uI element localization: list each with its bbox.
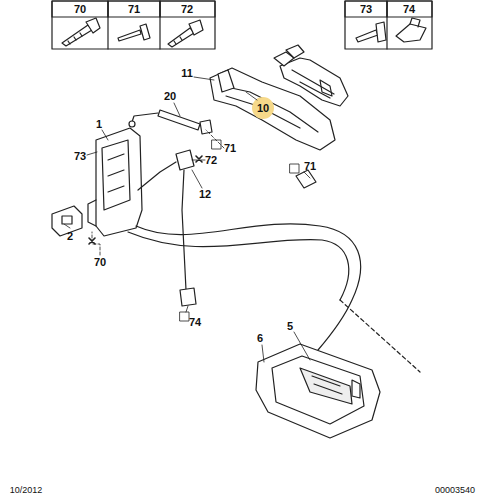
callout-number: 5	[286, 320, 294, 333]
callout-number: 12	[198, 188, 212, 201]
key-number: 74	[402, 3, 416, 16]
key-number: 72	[180, 3, 194, 16]
callout-number: 6	[256, 332, 264, 345]
door-lock	[88, 121, 142, 236]
callout-number: 71	[223, 142, 237, 155]
inside-handle	[256, 344, 380, 438]
callout-number: 74	[188, 316, 202, 329]
latch-slot	[62, 216, 72, 224]
cross-marks	[89, 156, 202, 244]
drawing-number: 00003540	[434, 485, 476, 496]
key-number: 70	[73, 3, 87, 16]
callout-number: 72	[204, 154, 218, 167]
callout-number: 20	[163, 90, 177, 103]
key-number: 71	[127, 3, 141, 16]
release-cable	[128, 224, 420, 372]
outside-handle	[210, 45, 348, 188]
lock-rod	[132, 110, 212, 134]
date-code: 10/2012	[9, 485, 44, 496]
callout-number: 1	[95, 118, 103, 131]
callout-number: 73	[73, 150, 87, 163]
fastener-key-boxes	[52, 1, 432, 49]
callout-number: 71	[303, 160, 317, 173]
tag-boxes	[180, 140, 299, 321]
callout-number: 10	[256, 102, 270, 115]
highlight-ring	[252, 97, 274, 119]
connector-wire	[138, 150, 196, 306]
key-number: 73	[359, 3, 373, 16]
callout-number: 11	[180, 67, 194, 80]
callout-number: 2	[66, 230, 74, 243]
callout-number: 70	[93, 256, 107, 269]
leader-lines	[64, 77, 310, 362]
